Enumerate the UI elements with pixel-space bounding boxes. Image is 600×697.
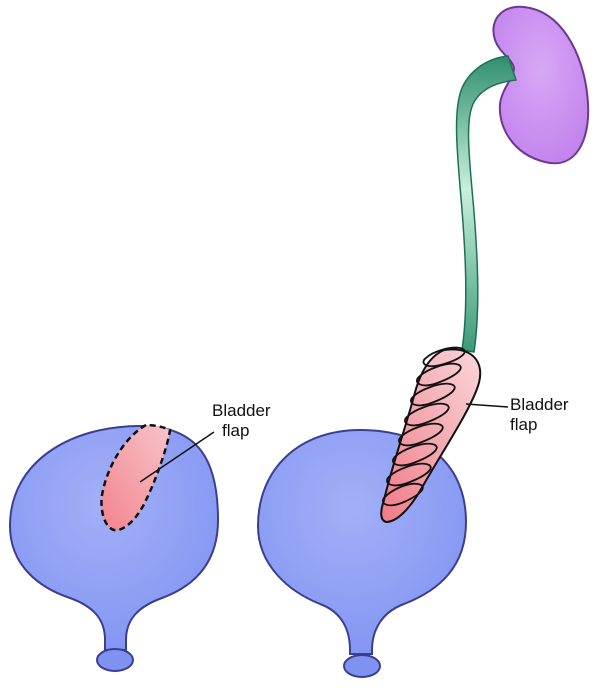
kidney bbox=[492, 5, 590, 165]
suture-coils bbox=[382, 346, 466, 507]
right-flap-label-line2: flap bbox=[510, 415, 538, 434]
right-flap-label-line1: Bladder bbox=[510, 395, 569, 414]
left-bladder-neck bbox=[96, 648, 134, 672]
right-flap-leader-line bbox=[465, 403, 509, 408]
left-flap-leader-line bbox=[139, 431, 215, 483]
left-bladder-flap bbox=[100, 423, 172, 532]
left-flap-label-line1: Bladder bbox=[212, 401, 271, 420]
left-flap-label-line2: flap bbox=[222, 421, 250, 440]
left-bladder bbox=[8, 423, 220, 672]
left-bladder-body bbox=[8, 424, 220, 651]
right-bladder-neck bbox=[343, 654, 381, 678]
ureter bbox=[455, 55, 518, 353]
